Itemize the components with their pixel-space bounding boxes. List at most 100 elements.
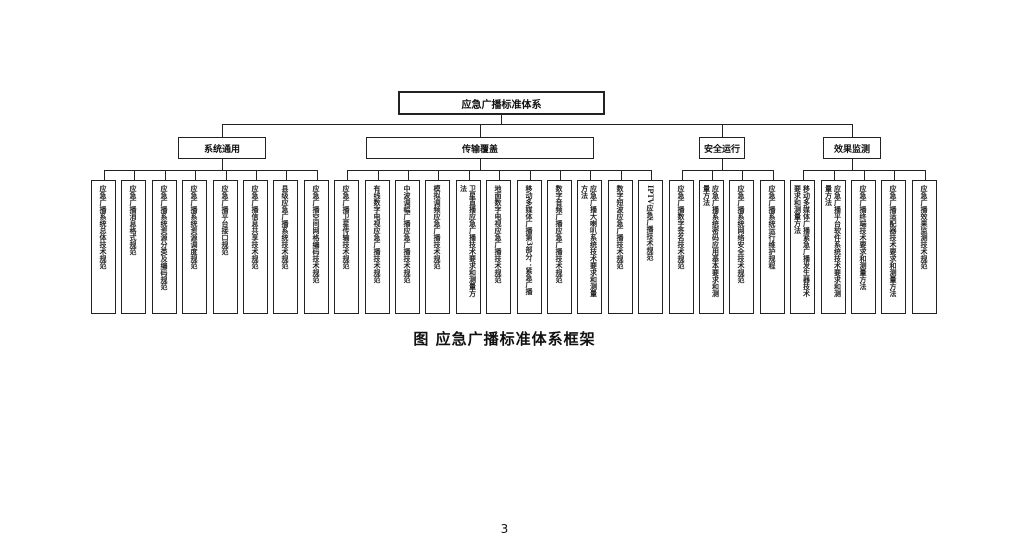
- leaf-drop-line: [407, 170, 409, 180]
- root-node: 应急广播标准体系: [398, 91, 605, 115]
- standard-leaf-label: 应急广播空间网格编码技术规范: [312, 185, 321, 283]
- category-drop-line: [722, 124, 723, 137]
- leaf-drop-line: [620, 170, 622, 180]
- standard-leaf-label: 地面数字电视应急广播技术规范: [494, 185, 503, 283]
- category-bus: [222, 124, 852, 125]
- leaf-drop-line: [377, 170, 379, 180]
- standard-leaf: 应急广播效果监测技术规范: [912, 180, 937, 314]
- standard-leaf-label: 应急广播数字签名技术规范: [677, 185, 686, 269]
- standard-leaf-label: 应急广播适配器技术要求和测量方法: [889, 185, 898, 297]
- standard-leaf-label: 数字音频广播应急广播技术规范: [555, 185, 564, 283]
- leaf-drop-line: [802, 170, 804, 180]
- category-node: 效果监测: [823, 137, 881, 159]
- category-drop-line: [480, 124, 481, 137]
- standard-leaf-label: 应急广播系统资源分类及编码规范: [160, 185, 169, 290]
- category-drop-line: [222, 124, 223, 137]
- leaf-drop-line: [285, 170, 287, 180]
- standard-leaf: 中波调幅广播应急广播技术规范: [395, 180, 420, 314]
- standard-leaf: 应急广播大喇叭系统技术要求和测量方法: [577, 180, 602, 314]
- standard-leaf: 应急广播系统运行维护规程: [760, 180, 785, 314]
- category-label: 效果监测: [833, 144, 870, 155]
- standard-leaf: 应急广播系统资源调度规范: [182, 180, 207, 314]
- leaf-bus: [681, 170, 773, 171]
- standard-leaf-label: 应急广播平台接口规范: [221, 185, 230, 255]
- standard-leaf: 移动多媒体广播第3部分：紧急广播: [517, 180, 542, 314]
- leaf-drop-line: [316, 170, 318, 180]
- leaf-drop-line: [498, 170, 500, 180]
- standard-leaf-label: 应急广播系统总体技术规范: [99, 185, 108, 269]
- leaf-drop-line: [650, 170, 652, 180]
- category-label: 系统通用: [203, 144, 240, 155]
- category-stem-line: [222, 159, 223, 170]
- leaf-bus: [346, 170, 651, 171]
- standard-leaf-label: 有线数字电视应急广播技术规范: [373, 185, 382, 283]
- standard-leaf: 县级应急广播系统技术规范: [273, 180, 298, 314]
- leaf-drop-line: [711, 170, 713, 180]
- standard-leaf-label: 移动多媒体广播紧急广播发生器技术要求和测量方法: [793, 185, 812, 297]
- standard-leaf-label: 应急广播系统运行维护规程: [768, 185, 777, 269]
- standard-leaf-label: 应急广播终端技术要求和测量方法: [859, 185, 868, 290]
- standard-leaf: 卫星直播应急广播技术要求和测量方法: [456, 180, 481, 314]
- standard-leaf: 地面数字电视应急广播技术规范: [486, 180, 511, 314]
- leaf-drop-line: [772, 170, 774, 180]
- leaf-bus: [802, 170, 925, 171]
- standard-leaf: 数字音频广播应急广播技术规范: [547, 180, 572, 314]
- standard-leaf: 数字短波应急广播技术规范: [608, 180, 633, 314]
- standard-leaf-label: 应急广播信息共享技术规范: [251, 185, 260, 269]
- category-stem-line: [722, 159, 723, 170]
- standard-leaf: 应急广播终端技术要求和测量方法: [851, 180, 876, 314]
- leaf-drop-line: [681, 170, 683, 180]
- leaf-drop-line: [346, 170, 348, 180]
- leaf-drop-line: [133, 170, 135, 180]
- standard-leaf-label: 应急广播消息格式规范: [129, 185, 138, 255]
- leaf-drop-line: [103, 170, 105, 180]
- leaf-bus: [103, 170, 317, 171]
- standard-leaf: 模拟调频应急广播技术规范: [425, 180, 450, 314]
- standard-leaf: 应急广播平台软件系统技术要求和测量方法: [821, 180, 846, 314]
- standard-leaf: IPTV应急广播技术规范: [638, 180, 663, 314]
- standard-leaf: 应急广播消息格式规范: [121, 180, 146, 314]
- standard-leaf: 应急广播系统密码应用基本要求和测量方法: [699, 180, 724, 314]
- standard-leaf-label: 应急广播系统密码应用基本要求和测量方法: [702, 185, 721, 297]
- standard-leaf-label: 数字短波应急广播技术规范: [616, 185, 625, 269]
- standard-leaf-label: 县级应急广播系统技术规范: [281, 185, 290, 269]
- leaf-drop-line: [194, 170, 196, 180]
- standard-leaf: 应急广播系统总体技术规范: [91, 180, 116, 314]
- standard-leaf-label: 卫星直播应急广播技术要求和测量方法: [459, 185, 478, 297]
- leaf-drop-line: [468, 170, 470, 180]
- standard-leaf: 应急广播信息共享技术规范: [243, 180, 268, 314]
- standard-leaf: 应急广播数字签名技术规范: [669, 180, 694, 314]
- standard-leaf: 移动多媒体广播紧急广播发生器技术要求和测量方法: [790, 180, 815, 314]
- diagram-caption: 图 应急广播标准体系框架: [413, 330, 596, 348]
- standard-leaf-label: IPTV应急广播技术规范: [646, 185, 655, 261]
- standard-leaf-label: 应急广播系统资源调度规范: [190, 185, 199, 269]
- standard-leaf: 应急广播卫星传输技术规范: [334, 180, 359, 314]
- standard-leaf-label: 应急广播效果监测技术规范: [920, 185, 929, 269]
- category-label: 安全运行: [703, 144, 740, 155]
- category-node: 安全运行: [699, 137, 745, 159]
- category-label: 传输覆盖: [461, 144, 498, 155]
- category-node: 传输覆盖: [366, 137, 594, 159]
- root-node-label: 应急广播标准体系: [461, 99, 542, 111]
- standard-leaf: 应急广播系统资源分类及编码规范: [152, 180, 177, 314]
- standard-leaf-label: 应急广播卫星传输技术规范: [342, 185, 351, 269]
- leaf-drop-line: [741, 170, 743, 180]
- leaf-drop-line: [833, 170, 835, 180]
- leaf-drop-line: [893, 170, 895, 180]
- standard-leaf-label: 应急广播大喇叭系统技术要求和测量方法: [580, 185, 599, 297]
- leaf-drop-line: [255, 170, 257, 180]
- leaf-drop-line: [529, 170, 531, 180]
- standard-leaf-label: 模拟调频应急广播技术规范: [433, 185, 442, 269]
- leaf-drop-line: [559, 170, 561, 180]
- standard-leaf-label: 中波调幅广播应急广播技术规范: [403, 185, 412, 283]
- category-node: 系统通用: [178, 137, 266, 159]
- standard-leaf: 应急广播系统网络安全技术规范: [729, 180, 754, 314]
- leaf-drop-line: [863, 170, 865, 180]
- leaf-drop-line: [437, 170, 439, 180]
- leaf-drop-line: [924, 170, 926, 180]
- standard-leaf-label: 应急广播平台软件系统技术要求和测量方法: [824, 185, 843, 297]
- leaf-drop-line: [589, 170, 591, 180]
- leaf-drop-line: [164, 170, 166, 180]
- standard-leaf: 有线数字电视应急广播技术规范: [365, 180, 390, 314]
